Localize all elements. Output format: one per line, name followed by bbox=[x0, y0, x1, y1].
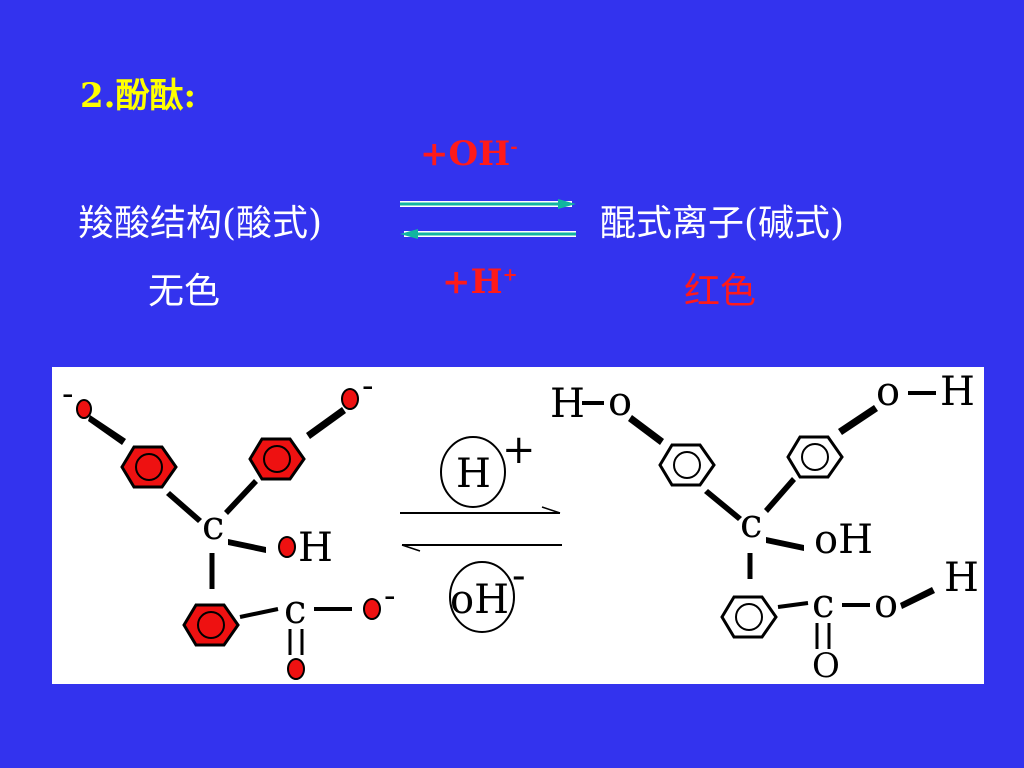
h-circle bbox=[440, 436, 506, 508]
structure-svg: - - c H c - H + bbox=[62, 366, 979, 686]
h-circle-label: H bbox=[456, 451, 491, 497]
right-h-top-left: H bbox=[550, 381, 585, 427]
left-color-label: 无色 bbox=[148, 271, 221, 312]
right-ring-1 bbox=[658, 443, 716, 487]
left-minus-3: - bbox=[384, 576, 396, 616]
left-minus-1: - bbox=[62, 374, 74, 414]
slide-title: 2.酚酞: bbox=[80, 76, 197, 116]
left-oxygen-1 bbox=[76, 399, 92, 419]
h-circle-charge: + bbox=[502, 427, 536, 473]
oh-circle bbox=[449, 561, 515, 633]
forward-reagent-text: +OH bbox=[420, 134, 511, 174]
forward-reagent-label: +OH- bbox=[420, 134, 518, 174]
right-o-top-right: o bbox=[876, 369, 900, 415]
right-color-label: 红色 bbox=[684, 271, 757, 312]
right-carboxyl-h: H bbox=[944, 555, 979, 601]
right-carbonyl-oxygen: O bbox=[812, 646, 840, 684]
left-carboxyl-carbon: c bbox=[284, 587, 306, 633]
left-structure: - - c H c - bbox=[62, 366, 396, 680]
right-carboxyl-carbon: c bbox=[812, 581, 834, 627]
right-form-label: 醌式离子(碱式) bbox=[600, 203, 845, 244]
left-oxygen-2 bbox=[341, 388, 359, 410]
right-ring-2 bbox=[786, 435, 844, 479]
middle-reagents: H + oH - bbox=[400, 427, 562, 633]
right-h-top-right: H bbox=[940, 369, 975, 415]
right-o-top-left: o bbox=[608, 379, 632, 425]
oh-circle-label: oH bbox=[450, 577, 509, 623]
left-minus-2: - bbox=[362, 367, 374, 406]
reverse-reagent-charge: + bbox=[502, 264, 518, 286]
right-central-carbon: c bbox=[740, 501, 762, 547]
left-form-label: 羧酸结构(酸式) bbox=[78, 203, 323, 244]
equilibrium-arrows-icon bbox=[400, 199, 576, 239]
oh-circle-charge: - bbox=[512, 553, 526, 599]
right-ring-3 bbox=[720, 595, 778, 639]
left-hydroxyl-h: H bbox=[298, 525, 333, 571]
forward-reagent-charge: - bbox=[510, 136, 518, 158]
reverse-reagent-label: +H+ bbox=[442, 262, 518, 302]
left-wedge-1 bbox=[88, 415, 126, 445]
structure-diagram: - - c H c - H + bbox=[52, 366, 984, 686]
right-hydroxyl: oH bbox=[814, 517, 873, 563]
right-carboxyl-oxygen: o bbox=[874, 581, 898, 627]
reverse-reagent-text: +H bbox=[442, 262, 503, 302]
left-central-carbon: c bbox=[202, 503, 224, 549]
left-wedge-2 bbox=[306, 407, 346, 439]
right-structure: H o o H c oH c o H O bbox=[550, 369, 979, 686]
